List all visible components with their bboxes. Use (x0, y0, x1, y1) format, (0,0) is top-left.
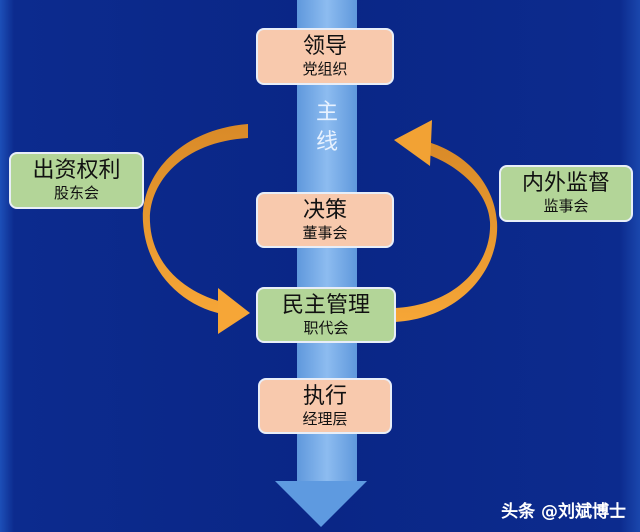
left-curved-arrow (142, 124, 248, 314)
box-supervision: 内外监督 监事会 (499, 165, 633, 222)
box-democratic-management: 民主管理 职代会 (256, 287, 396, 343)
box-title: 民主管理 (281, 292, 370, 318)
box-subtitle: 董事会 (302, 223, 348, 242)
box-subtitle: 股东会 (53, 184, 99, 202)
main-line-arrowhead (275, 481, 367, 527)
box-leadership: 领导 党组织 (256, 28, 394, 85)
right-arrowhead (394, 120, 432, 166)
box-subtitle: 监事会 (543, 197, 589, 215)
main-line-char: 主 (315, 100, 338, 125)
box-subtitle: 经理层 (302, 409, 348, 428)
box-title: 出资权利 (32, 158, 121, 183)
right-curved-arrow (395, 142, 498, 322)
box-title: 领导 (302, 34, 347, 59)
box-title: 决策 (302, 197, 347, 223)
box-subtitle: 党组织 (302, 60, 348, 78)
box-title: 执行 (302, 383, 347, 409)
left-arrowhead (218, 288, 250, 334)
box-decision: 决策 董事会 (256, 192, 394, 248)
box-subtitle: 职代会 (303, 318, 349, 337)
main-line-label: 主 线 (312, 98, 342, 158)
box-investor-rights: 出资权利 股东会 (9, 152, 144, 209)
box-title: 内外监督 (521, 171, 610, 196)
watermark: 头条 @刘斌博士 (501, 502, 626, 522)
box-execution: 执行 经理层 (258, 378, 392, 434)
main-line-char: 线 (315, 130, 338, 155)
